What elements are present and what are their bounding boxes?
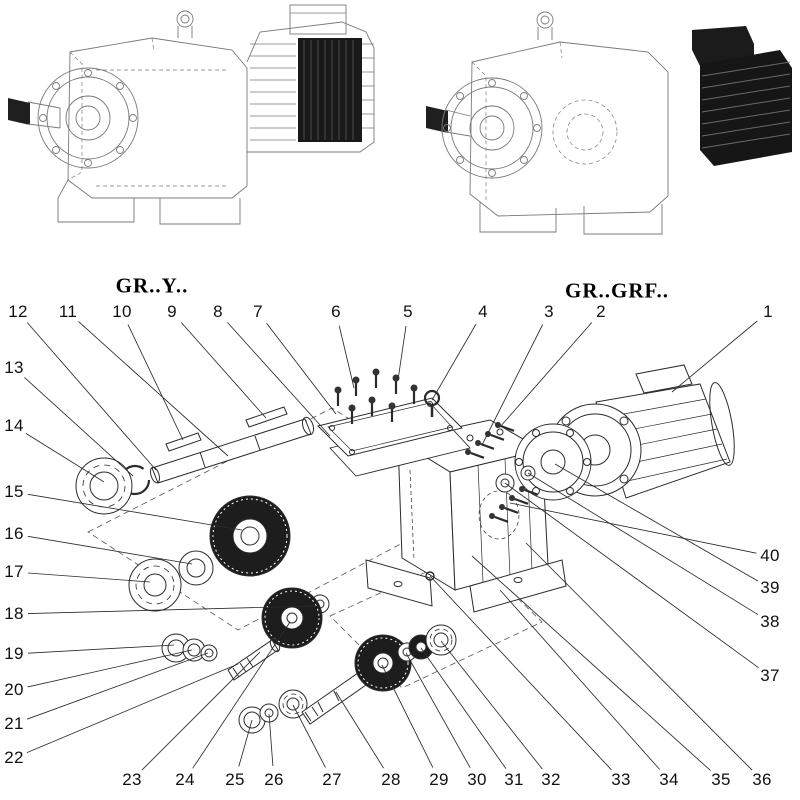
- bearing: [128, 558, 182, 612]
- spacer-sleeve: [178, 550, 214, 586]
- leader-line-14: [25, 433, 105, 483]
- terminal-box: [692, 26, 754, 66]
- top-right-gearmotor-drawing: [426, 11, 792, 235]
- cover-screws: [334, 368, 418, 424]
- retaining-ring: [259, 703, 279, 723]
- lifting-eyebolt: [536, 11, 554, 29]
- leader-line-33: [429, 575, 612, 771]
- leader-line-25: [238, 719, 253, 767]
- lifting-eyebolt: [176, 10, 194, 28]
- leader-line-27: [292, 704, 326, 768]
- fan-cover: [709, 382, 735, 466]
- terminal-box: [289, 4, 347, 35]
- leader-line-13: [24, 377, 134, 477]
- bearing: [425, 624, 457, 656]
- washer: [200, 644, 218, 662]
- leader-line-15: [27, 493, 243, 531]
- pinion-shaft: [227, 639, 279, 681]
- leader-line-24: [192, 621, 291, 769]
- leader-line-40: [509, 502, 757, 554]
- leader-line-21: [26, 652, 209, 720]
- leader-line-10: [127, 324, 184, 441]
- top-left-gearmotor-drawing: [8, 4, 375, 225]
- leader-line-4: [431, 323, 477, 401]
- leader-line-36: [525, 542, 753, 771]
- leader-lines: [24, 320, 759, 771]
- leader-line-20: [27, 649, 193, 688]
- leader-line-5: [397, 325, 407, 381]
- drain-plug: [425, 571, 435, 581]
- output-shaft: [151, 418, 312, 484]
- leader-line-11: [78, 321, 229, 457]
- flange-screws: [465, 422, 515, 459]
- leader-line-9: [180, 322, 267, 419]
- leader-line-32: [440, 640, 543, 770]
- leader-line-7: [266, 322, 337, 415]
- leader-line-39: [554, 463, 759, 582]
- leader-line-17: [27, 572, 151, 583]
- leader-line-23: [141, 651, 261, 771]
- leader-line-16: [27, 535, 193, 565]
- leader-line-34: [499, 589, 661, 770]
- fin-block: [700, 50, 792, 166]
- housing-foot: [469, 559, 567, 613]
- leader-line-18: [27, 605, 317, 615]
- leader-line-3: [481, 324, 544, 446]
- leader-line-12: [26, 322, 157, 471]
- leader-line-19: [27, 644, 175, 654]
- leader-line-35: [471, 555, 711, 771]
- leader-line-1: [671, 320, 758, 393]
- motor-stator: [298, 38, 362, 142]
- bearing: [75, 457, 133, 515]
- motor-terminal-box: [635, 364, 693, 394]
- shaft-key: [165, 432, 202, 452]
- output-shaft-tip: [426, 106, 448, 133]
- housing-foot: [365, 559, 433, 607]
- leader-line-37: [504, 482, 759, 669]
- leader-line-8: [227, 322, 331, 437]
- leader-line-6: [338, 325, 355, 389]
- leader-line-26: [268, 713, 274, 767]
- leader-line-2: [499, 322, 593, 428]
- leader-line-30: [405, 652, 471, 769]
- leader-line-22: [26, 663, 239, 753]
- leader-line-28: [335, 691, 384, 769]
- eyebolt: [423, 389, 441, 417]
- leader-line-38: [527, 472, 759, 616]
- shaft-key: [245, 406, 288, 428]
- leader-line-31: [420, 647, 507, 769]
- output-shaft-tip: [8, 98, 30, 125]
- mounting-screws: [489, 486, 539, 523]
- leader-line-29: [381, 664, 434, 768]
- exploded-view: [75, 364, 735, 734]
